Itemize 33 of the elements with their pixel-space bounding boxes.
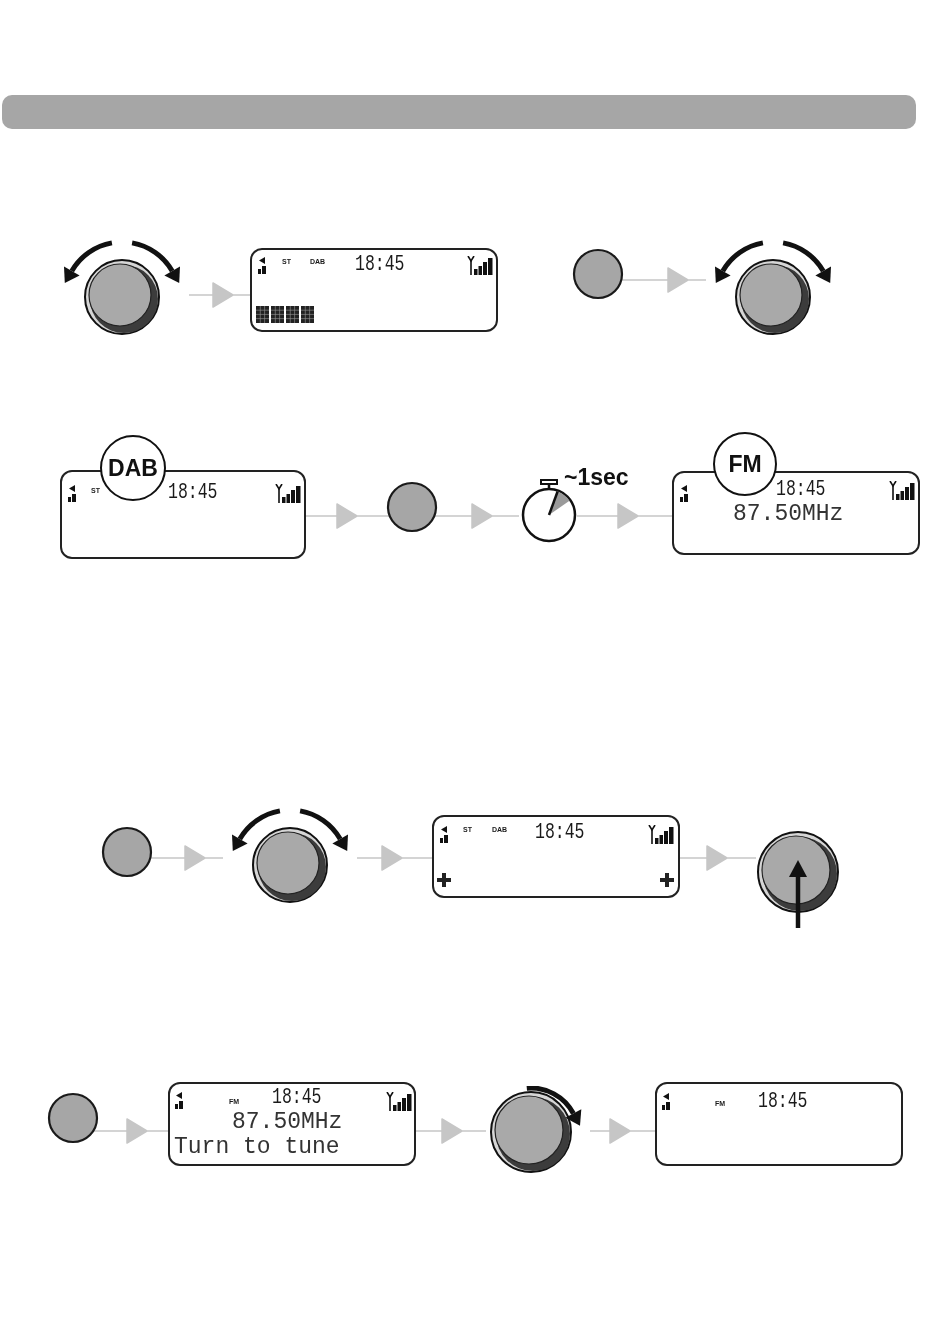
clock-time: 18:45 [272, 1087, 322, 1109]
step-arrow [149, 845, 224, 871]
mode-badge: FM [713, 432, 777, 496]
step-arrow [433, 503, 520, 529]
step-arrow [415, 1118, 487, 1144]
lcd-display [250, 248, 498, 332]
clock-time: 18:45 [758, 1091, 808, 1113]
step-arrow [92, 1118, 169, 1144]
push-button-icon [101, 826, 153, 878]
display-message: Turn to tune [174, 1136, 340, 1159]
duration-label: ~1sec [564, 466, 629, 489]
lcd-display [168, 1082, 416, 1166]
clock-time: 18:45 [776, 479, 826, 501]
step-arrow [679, 845, 757, 871]
push-button-icon [386, 481, 438, 533]
frequency-text: 87.50MHz [232, 1111, 343, 1134]
knob-press-icon [756, 830, 840, 928]
lcd-display [672, 471, 920, 555]
step-arrow [305, 503, 391, 529]
lcd-display [432, 815, 680, 898]
step-arrow [620, 267, 707, 293]
step-arrow [356, 845, 433, 871]
step-arrow [589, 1118, 656, 1144]
step-arrow [188, 282, 251, 308]
step-arrow [576, 503, 673, 529]
mode-badge: DAB [100, 435, 166, 501]
push-button-icon [47, 1092, 99, 1144]
clock-time: 18:45 [535, 822, 585, 844]
frequency-text: 87.50MHz [733, 503, 844, 526]
push-button-icon [572, 248, 624, 300]
lcd-display [655, 1082, 903, 1166]
clock-time: 18:45 [168, 482, 218, 504]
clock-time: 18:45 [355, 254, 405, 276]
